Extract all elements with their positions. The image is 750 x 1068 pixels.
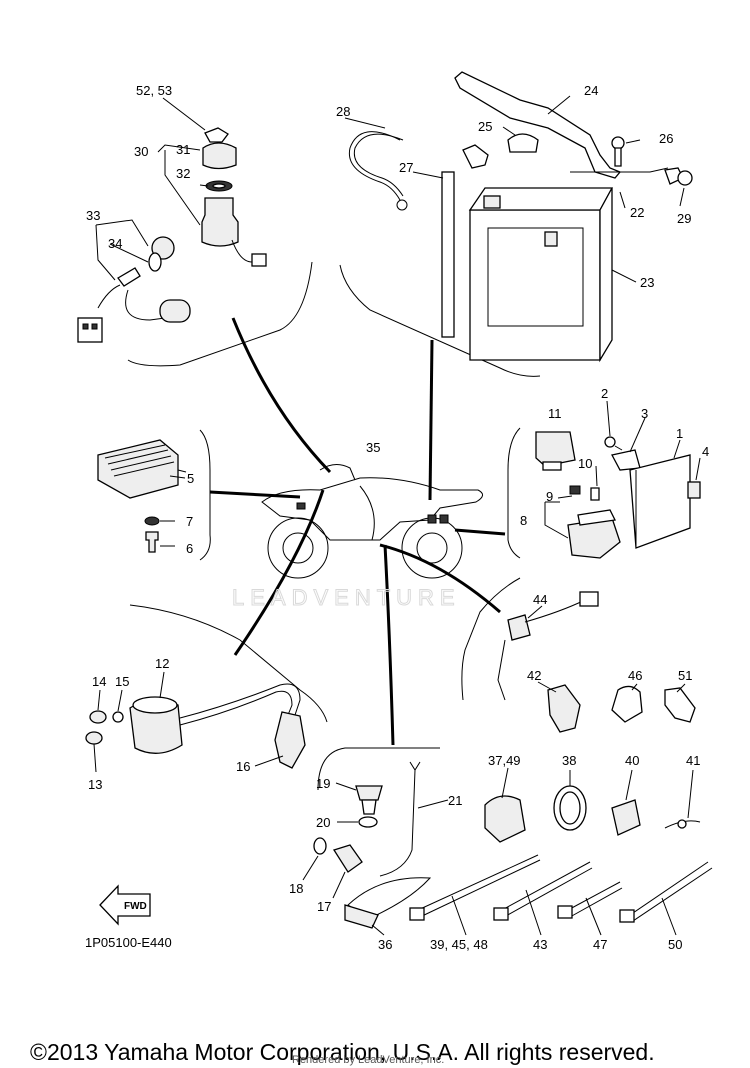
- callout-label: 33: [86, 208, 100, 223]
- callout-label: 11: [548, 406, 562, 421]
- callout-label: 36: [378, 937, 392, 952]
- callout-label: 47: [593, 937, 607, 952]
- diagram-code: 1P05100-E440: [85, 935, 172, 950]
- callout-label: 6: [186, 541, 193, 556]
- callout-label: 30: [134, 144, 148, 159]
- callout-label: 15: [115, 674, 129, 689]
- callout-label: 23: [640, 275, 654, 290]
- leader-lines-bottom-center: [302, 782, 449, 936]
- callout-label: 17: [317, 899, 331, 914]
- callout-label: 32: [176, 166, 190, 181]
- callout-label: 25: [478, 119, 492, 134]
- callout-label: 52, 53: [136, 83, 172, 98]
- callout-label: 2: [601, 386, 608, 401]
- ignition-coil-assembly: [85, 683, 306, 769]
- callout-label: 31: [176, 142, 190, 157]
- callout-label: 9: [546, 489, 553, 504]
- callout-label: 34: [108, 236, 122, 251]
- callout-label: 5: [187, 471, 194, 486]
- callout-label: 27: [399, 160, 413, 175]
- callout-label: 13: [88, 777, 102, 792]
- leader-lines-cable-ties: [451, 889, 677, 936]
- callout-label: 39, 45, 48: [430, 937, 488, 952]
- callout-label: 28: [336, 104, 350, 119]
- callout-label: 10: [578, 456, 592, 471]
- leader-lines-lower-left: [93, 671, 284, 773]
- leader-lines-mid-right: [544, 400, 701, 539]
- callout-label: 12: [155, 656, 169, 671]
- cable-ties: [409, 854, 713, 923]
- leader-lines-mid-left: [160, 475, 186, 547]
- callout-label: 8: [520, 513, 527, 528]
- callout-label: 14: [92, 674, 106, 689]
- main-switch-assembly: [201, 127, 267, 267]
- callout-label: 38: [562, 753, 576, 768]
- callout-label: 46: [628, 668, 642, 683]
- neutral-switch-assembly: [497, 591, 599, 701]
- callout-label: 16: [236, 759, 250, 774]
- rendered-by-credit: Rendered by LeadVenture, Inc.: [292, 1054, 444, 1066]
- connector-lines: [209, 317, 506, 746]
- callout-label: 26: [659, 131, 673, 146]
- callout-labels: 52, 53 31 30 32 33 34 28 24 25 26 27 29 …: [86, 83, 709, 952]
- fwd-label: FWD: [124, 901, 147, 912]
- leader-lines-top-right: [344, 95, 685, 283]
- callout-label: 24: [584, 83, 598, 98]
- callout-label: 20: [316, 815, 330, 830]
- callout-label: 19: [316, 776, 330, 791]
- callout-label: 21: [448, 793, 462, 808]
- leader-lines-right: [501, 605, 694, 819]
- callout-label: 3: [641, 406, 648, 421]
- thermo-switch-assembly: [313, 761, 432, 929]
- forward-arrow-icon: FWD: [99, 884, 151, 926]
- relay-cdi-assembly: [535, 431, 701, 559]
- callout-label: 18: [289, 881, 303, 896]
- battery-assembly: [348, 71, 693, 363]
- clamps-and-bands: [484, 684, 701, 843]
- watermark-text: LEADVENTURE: [232, 585, 461, 610]
- callout-label: 4: [702, 444, 709, 459]
- indicator-light-assembly: [77, 236, 191, 343]
- callout-label: 37,49: [488, 753, 521, 768]
- callout-label: 7: [186, 514, 193, 529]
- callout-label: 22: [630, 205, 644, 220]
- callout-label: 51: [678, 668, 692, 683]
- group-dividers: [127, 261, 541, 791]
- callout-label: 35: [366, 440, 380, 455]
- leader-lines-top-left: [95, 97, 209, 281]
- callout-label: 29: [677, 211, 691, 226]
- atv-vehicle-outline: [261, 464, 483, 579]
- callout-label: 44: [533, 592, 547, 607]
- callout-label: 1: [676, 426, 683, 441]
- rectifier-regulator: [97, 439, 187, 553]
- callout-label: 42: [527, 668, 541, 683]
- callout-label: 50: [668, 937, 682, 952]
- callout-label: 40: [625, 753, 639, 768]
- callout-label: 41: [686, 753, 700, 768]
- callout-label: 43: [533, 937, 547, 952]
- copyright-notice: ©2013 Yamaha Motor Corporation, U.S.A. A…: [30, 1039, 655, 1065]
